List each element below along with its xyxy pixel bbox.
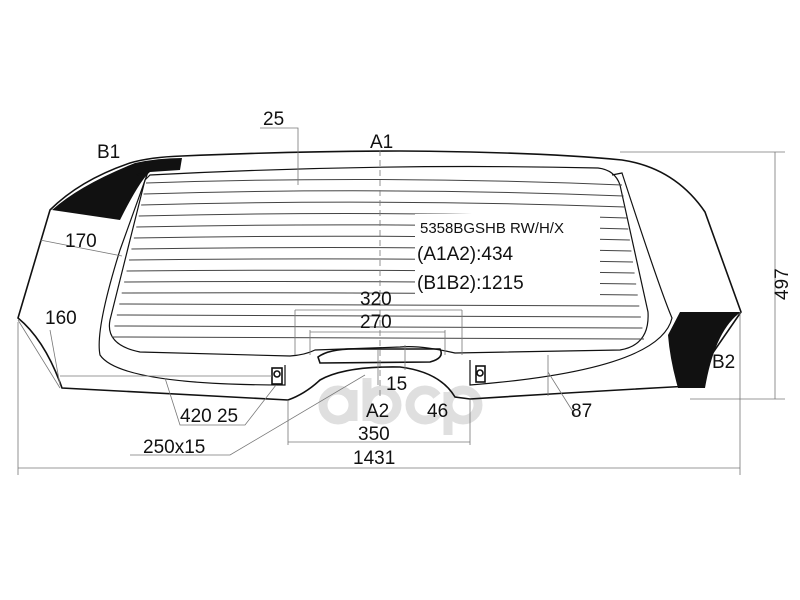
dim-87: 87 — [571, 401, 592, 422]
dim-420-25: 420 25 — [180, 406, 238, 427]
right-bracket — [475, 365, 486, 383]
dim-160: 160 — [45, 308, 77, 329]
dim-15: 15 — [386, 374, 407, 395]
dim-350: 350 — [358, 424, 390, 445]
dimension-lines — [17, 127, 785, 475]
dim-width: 1431 — [353, 448, 395, 469]
point-a1: A1 — [370, 132, 393, 153]
b1b2-length: (B1B2):1215 — [417, 273, 524, 294]
dim-top-offset: 25 — [263, 109, 284, 130]
info-box — [415, 214, 600, 296]
dim-270: 270 — [360, 312, 392, 333]
heater-line — [145, 178, 623, 186]
watermark-logo — [318, 378, 483, 435]
part-code: 5358BGSHB RW/H/X — [420, 220, 564, 237]
heater-line — [143, 190, 624, 197]
heater-line — [141, 201, 626, 208]
point-b1: B1 — [97, 142, 120, 163]
a1a2-length: (A1A2):434 — [417, 244, 514, 265]
dim-height: 497 — [772, 268, 793, 300]
center-slot — [317, 348, 443, 364]
point-b2: B2 — [712, 352, 735, 373]
b2-black-area — [668, 312, 741, 388]
heater-line — [116, 314, 641, 318]
dim-170: 170 — [65, 231, 97, 252]
point-a2: A2 — [366, 401, 389, 422]
left-bracket-hole — [273, 370, 281, 378]
heater-field-border — [108, 165, 649, 357]
right-bracket-hole — [476, 369, 484, 377]
b1-black-area — [52, 158, 182, 220]
heater-line — [111, 336, 645, 340]
glass-outline — [17, 150, 742, 401]
dim-320: 320 — [360, 289, 392, 310]
dim-250x15: 250x15 — [143, 437, 205, 458]
dim-46: 46 — [427, 401, 448, 422]
heater-line — [114, 325, 643, 329]
